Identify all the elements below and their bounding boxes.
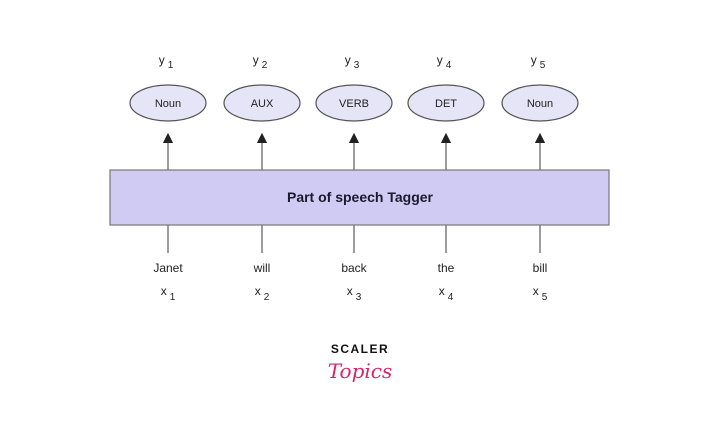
scaler-topics-logo: SCALER Topics (328, 342, 393, 383)
input-word: will (253, 261, 271, 275)
pos-tag: VERB (339, 98, 369, 110)
logo-line1: SCALER (331, 342, 389, 356)
tag-ellipse (315, 84, 393, 122)
tagger-label: Part of speech Tagger (287, 189, 434, 205)
tag-ellipse (223, 84, 301, 122)
pos-tag: Noun (155, 98, 181, 110)
tag-ellipse (501, 84, 579, 122)
tag-ellipse (129, 84, 207, 122)
pos-tag: Noun (527, 98, 553, 110)
pos-tag: AUX (251, 98, 274, 110)
input-word: bill (533, 261, 548, 275)
logo-line2: Topics (328, 359, 393, 383)
input-word: back (341, 261, 367, 275)
input-word: the (438, 261, 455, 275)
pos-tag: DET (435, 98, 457, 110)
input-word: Janet (153, 261, 183, 275)
tagger-box (109, 169, 610, 226)
tag-ellipse (407, 84, 485, 122)
